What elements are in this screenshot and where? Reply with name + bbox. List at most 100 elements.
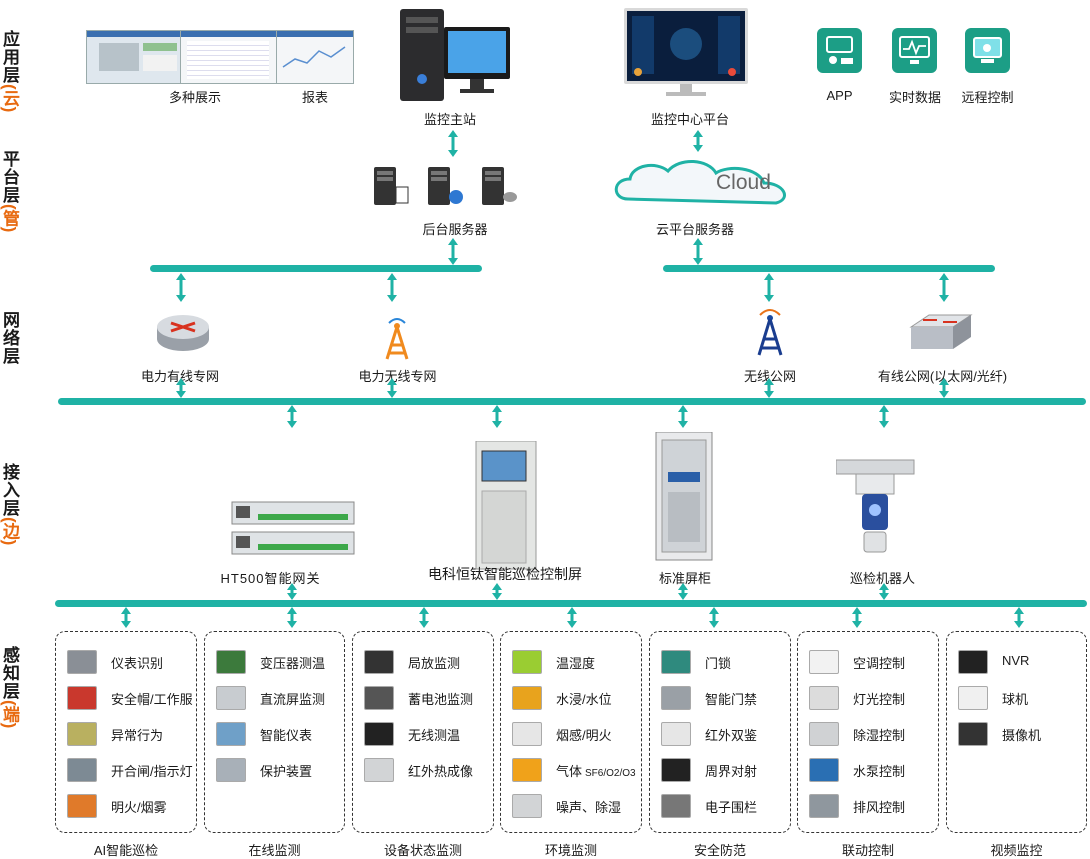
report-label: 报表: [301, 90, 328, 105]
bidirectional-arrow: [879, 405, 889, 428]
monitor-center-label: 监控中心平台: [650, 112, 729, 127]
remote-control-icon: [965, 28, 1010, 73]
bidirectional-arrow: [939, 273, 949, 302]
group-equipment-monitoring: [352, 631, 494, 833]
wireless-tower-icon: [379, 315, 415, 360]
remote-label: 远程控制: [961, 90, 1014, 105]
device-icon: [958, 650, 988, 674]
bidirectional-arrow: [287, 583, 297, 600]
gateway-device: [228, 496, 356, 566]
layer-name: 感知层: [0, 646, 19, 700]
group-environment-monitoring: [500, 631, 642, 833]
group-title: 在线监测: [248, 843, 301, 858]
layer-tag: (边): [0, 517, 19, 546]
device-label: 水浸/水位: [556, 692, 612, 707]
multi-display-screenshot-2: [180, 30, 278, 84]
device-icon: [364, 686, 394, 710]
bidirectional-arrow: [879, 583, 889, 600]
device-icon: [67, 758, 97, 782]
bidirectional-arrow: [448, 130, 458, 157]
device-label: 温湿度: [556, 656, 596, 671]
device-label: 水泵控制: [853, 764, 906, 779]
layer-tag: (云): [0, 84, 19, 113]
gas-suffix: SF6/O2/O3: [585, 768, 636, 779]
device-label: 灯光控制: [853, 692, 906, 707]
wireless-private-label: 电力无线专网: [358, 369, 437, 384]
group-title: 视频监控: [990, 843, 1043, 858]
device-icon: [512, 794, 542, 818]
multi-display-label: 多种展示: [168, 90, 221, 105]
device-icon: [216, 650, 246, 674]
computer-icon: [398, 5, 513, 105]
device-icon: [809, 686, 839, 710]
device-icon: [809, 722, 839, 746]
group-title: 联动控制: [841, 843, 894, 858]
device-icon: [216, 686, 246, 710]
device-icon: [512, 758, 542, 782]
device-label: 无线测温: [408, 728, 461, 743]
cloud-server-label: 云平台服务器: [655, 222, 734, 237]
app-icon: [817, 28, 862, 73]
wireless-public-label: 无线公网: [743, 369, 796, 384]
device-icon: [216, 722, 246, 746]
group-security: [649, 631, 791, 833]
group-ai-inspection: [55, 631, 197, 833]
device-label: 局放监测: [408, 656, 461, 671]
layer-tag: (端): [0, 700, 19, 729]
device-icon: [661, 686, 691, 710]
layer-label-platform: 平台层 (管): [0, 150, 22, 232]
backend-server-label: 后台服务器: [422, 222, 488, 237]
device-icon: [958, 722, 988, 746]
group-online-monitoring: [204, 631, 345, 833]
layer-name: 应用层: [0, 30, 19, 84]
device-label: 球机: [1002, 692, 1029, 707]
device-icon: [512, 686, 542, 710]
cabinet-device: [654, 431, 714, 562]
bidirectional-arrow: [287, 607, 297, 628]
layer-name: 网络层: [0, 311, 19, 365]
wireless-tower-icon: [752, 305, 788, 357]
bidirectional-arrow: [764, 378, 774, 398]
app-label: APP: [826, 88, 853, 103]
cabinet-label: 标准屏柜: [658, 571, 711, 586]
bidirectional-arrow: [419, 607, 429, 628]
device-label: 开合闸/指示灯: [111, 764, 193, 779]
device-icon: [809, 758, 839, 782]
bidirectional-arrow: [492, 405, 502, 428]
group-title: 安全防范: [693, 843, 746, 858]
bidirectional-arrow: [678, 405, 688, 428]
device-label: 烟感/明火: [556, 728, 612, 743]
bidirectional-arrow: [176, 378, 186, 398]
device-icon: [512, 650, 542, 674]
router-icon: [155, 311, 211, 353]
multi-display-screenshot: [86, 30, 185, 84]
device-label: 电子围栏: [705, 800, 758, 815]
device-label: 除湿控制: [853, 728, 906, 743]
device-icon: [809, 794, 839, 818]
device-label: 直流屏监测: [260, 692, 326, 707]
robot-label: 巡检机器人: [849, 571, 915, 586]
wired-public-label: 有线公网(以太网/光纤): [877, 369, 1008, 384]
bidirectional-arrow: [709, 607, 719, 628]
device-label: 空调控制: [853, 656, 906, 671]
device-label: 蓄电池监测: [408, 692, 474, 707]
device-label: 周界对射: [705, 764, 758, 779]
device-icon: [67, 650, 97, 674]
realtime-label: 实时数据: [888, 90, 941, 105]
access-bus: [55, 600, 1087, 607]
cloud-icon: Cloud: [608, 155, 798, 215]
network-bus: [58, 398, 1086, 405]
bidirectional-arrow: [939, 378, 949, 398]
device-icon: [67, 686, 97, 710]
realtime-data-icon: [892, 28, 937, 73]
device-icon: [67, 794, 97, 818]
bidirectional-arrow: [693, 238, 703, 265]
device-label: 智能门禁: [705, 692, 758, 707]
bidirectional-arrow: [567, 607, 577, 628]
device-icon: [364, 650, 394, 674]
bidirectional-arrow: [764, 273, 774, 302]
bidirectional-arrow: [387, 273, 397, 302]
device-label: 明火/烟雾: [111, 800, 167, 815]
device-icon: [661, 794, 691, 818]
